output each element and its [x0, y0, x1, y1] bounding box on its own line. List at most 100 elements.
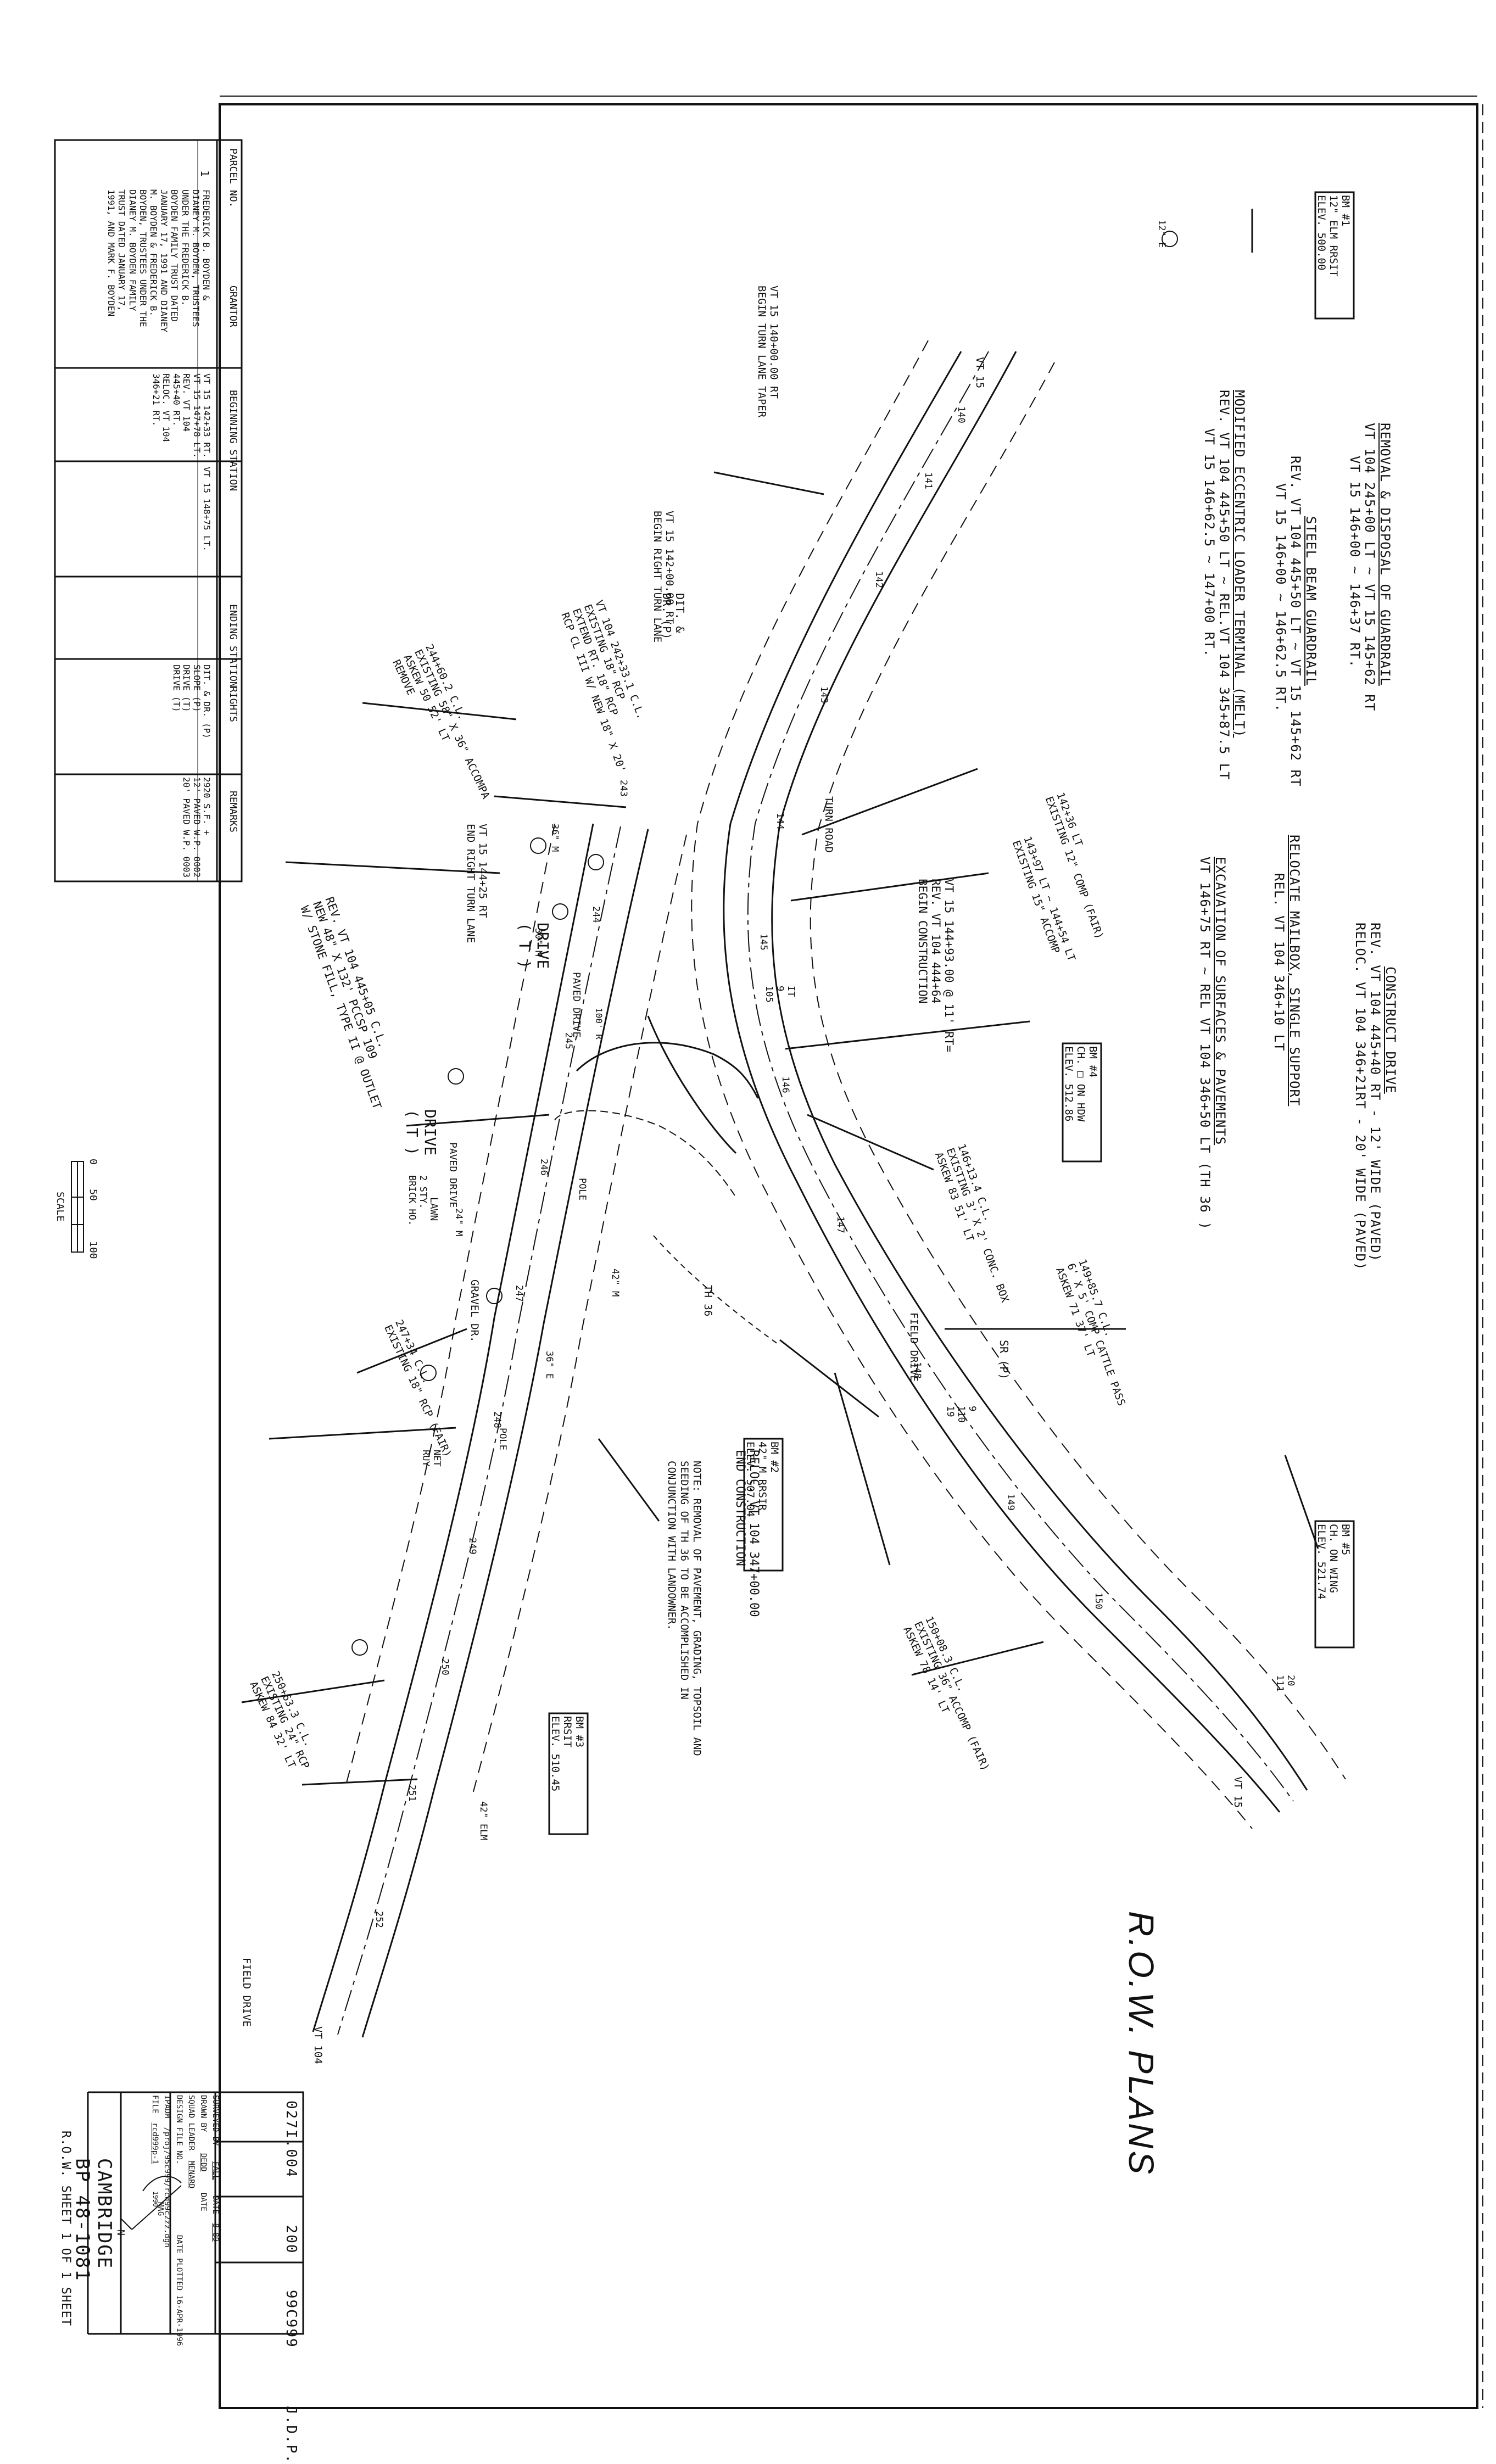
- note-line: REV. VT 104 445+50 LT ~ VT 15 145+62 RT: [1288, 456, 1304, 787]
- tb-value: DEDD: [199, 2153, 208, 2172]
- tb-squad: SQUAD LEADER MENARD: [187, 2095, 196, 2188]
- cell-line: 12' PAVED W.P. 0002: [191, 777, 202, 878]
- label-net-ruy: NET RUY: [420, 1450, 442, 1467]
- station-148: 148: [912, 1362, 923, 1379]
- bm-label: BM #1: [1339, 195, 1352, 227]
- tb-label: SQUAD LEADER: [187, 2095, 196, 2151]
- parcel-table: PARCEL NO. GRANTOR BEGINNING STATION END…: [55, 137, 242, 881]
- tb-label: FILE: [150, 2095, 159, 2114]
- hdr-begin: BEGINNING STATION: [227, 390, 239, 491]
- tb-project-no: 027I.004: [283, 2100, 299, 2178]
- bm-label: BM #3: [573, 1716, 585, 1748]
- tb-value: MENARD: [187, 2160, 196, 2189]
- cell-line: 2920 S.F. +: [202, 777, 212, 835]
- note-heading: MODIFIED ECCENTRIC LOADER TERMINAL (MELT…: [1232, 390, 1247, 738]
- cell-line: VT 15 147+78 LT.: [191, 373, 202, 459]
- station-246: 246: [538, 1159, 549, 1176]
- hdr-grantor: GRANTOR: [227, 286, 239, 327]
- label-36e: 36" E: [544, 1351, 555, 1379]
- scale-label: SCALE: [54, 1192, 66, 1222]
- vt104-edge-left: [312, 823, 594, 2032]
- station-141: 141: [923, 472, 934, 489]
- label-paved-drive2: PAVED DRIVE: [447, 1142, 459, 1208]
- note-mailbox: RELOCATE MAILBOX, SINGLE SUPPORT REL. VT…: [1271, 835, 1302, 1106]
- hdr-rights: RIGHTS: [227, 686, 239, 722]
- label-it9b: 9 110 19: [945, 1406, 978, 1423]
- vt104-edge-right: [361, 829, 649, 2038]
- label-vt104: VT 104: [312, 2026, 324, 2064]
- label-pole2: POLE: [497, 1428, 508, 1450]
- note-line: VT 104 245+00 LT ~ VT 15 145+62 RT: [1362, 423, 1378, 712]
- bm-desc: 12" ELM RRSIT: [1327, 195, 1340, 277]
- tb-file: FILE rcd999p-1: [150, 2095, 159, 2164]
- vt15-edge-left: [723, 351, 1281, 1813]
- note-removal-paving: NOTE: REMOVAL OF PAVEMENT, GRADING, TOPS…: [666, 1461, 703, 1768]
- station-250: 250: [439, 1658, 450, 1675]
- note-line: VT 15 146+00 ~ 146+37 RT.: [1347, 456, 1363, 668]
- tb-surveyed: SURVEYED BY FALL DATE 8-89: [211, 2095, 220, 2242]
- station-140: 140: [956, 406, 967, 423]
- cell-begin: VT 15 142+33 RT. VT 15 147+78 LT. REV. V…: [151, 373, 212, 459]
- callout-end-right-turn: VT 15 144+25 RT END RIGHT TURN LANE: [465, 824, 489, 943]
- tb-sheet-text: R.O.W. SHEET 1 OF 1 SHEET: [59, 2131, 72, 2327]
- bm-desc: CH. ON WING: [1327, 1524, 1340, 1593]
- note-excavation: EXCAVATION OF SURFACES & PAVEMENTS VT 14…: [1197, 857, 1228, 1230]
- note-line: VT 15 146+00 ~ 146+62.5 RT.: [1272, 483, 1288, 713]
- vt15-row-left: [691, 340, 1253, 1829]
- tb-label: DRAWN BY: [199, 2095, 208, 2132]
- cell-grantor: FREDERICK B. BOYDEN & DIANEY M. BOYDEN, …: [106, 189, 211, 333]
- label-vt15-top: VT 15: [974, 357, 986, 389]
- note-removal-paving-text: NOTE: REMOVAL OF PAVEMENT, GRADING, TOPS…: [666, 1461, 703, 1756]
- station-142: 142: [873, 571, 884, 588]
- bm-label: BM #5: [1339, 1524, 1352, 1556]
- label-drive-t2: DRIVE ( T ): [403, 1109, 439, 1156]
- note-heading: REMOVAL & DISPOSAL OF GUARDRAIL: [1377, 423, 1393, 686]
- label-36m: 36" M: [549, 824, 560, 852]
- hdr-text: RIGHTS: [227, 686, 239, 723]
- vt15-centerline: [747, 351, 1294, 1802]
- bm-desc: CH. □ ON HDW: [1075, 1046, 1087, 1122]
- label-field-drive2: FIELD DRIVE: [241, 1958, 253, 2027]
- station-251: 251: [406, 1785, 417, 1802]
- sheet-border: [219, 103, 1478, 2409]
- th36-road: [653, 1235, 780, 1346]
- benchmark-4: BM #4 CH. □ ON HDW ELEV. 512.86: [1062, 1046, 1099, 1122]
- tb-design-path: IPADM /proj/95c999/rcd99c2zz.dgn: [163, 2095, 171, 2248]
- bm-desc: RRSIT: [561, 1716, 574, 1748]
- station-150: 150: [1093, 1593, 1104, 1610]
- bm-elev: ELEV. 510.45: [549, 1716, 562, 1792]
- benchmark-3: BM #3 RRSIT ELEV. 510.45: [549, 1716, 585, 1791]
- vt104-row-left: [345, 823, 555, 1785]
- tb-code: 200: [283, 2225, 299, 2254]
- label-th36: TH 36: [702, 1285, 714, 1317]
- tb-file-code: 99C999: [283, 2289, 299, 2348]
- hdr-end: ENDING STATION: [227, 604, 239, 688]
- hdr-remarks: REMARKS: [227, 791, 239, 832]
- intersection-curve-a: [647, 1015, 737, 1154]
- station-145: 145: [758, 934, 769, 951]
- bm-elev: ELEV. 500.00: [1315, 195, 1328, 271]
- tb-value: /proj/95c999/rcd99c2zz.dgn: [163, 2127, 171, 2248]
- note-heading: EXCAVATION OF SURFACES & PAVEMENTS: [1213, 857, 1228, 1146]
- scale-tick-50: 50: [87, 1189, 99, 1201]
- label-dit-dr: DIT. & DR. (P): [660, 593, 686, 640]
- tb-value: FALL: [211, 2161, 220, 2180]
- note-heading: CONSTRUCT DRIVE: [1383, 966, 1398, 1094]
- bm-label: BM #2: [768, 1441, 780, 1473]
- cell-line: DRIVE (T): [181, 664, 192, 712]
- note-line: REL. VT 104 346+10 LT: [1271, 873, 1287, 1052]
- scale-tick-100: 100: [87, 1241, 99, 1259]
- tb-label: DESIGN FILE NO.: [175, 2095, 183, 2165]
- tb-project-text: BP 48-1081: [71, 2158, 93, 2282]
- cell-line: 445+40 RT.: [171, 373, 182, 427]
- tb-label: SURVEYED BY: [211, 2095, 220, 2146]
- cell-line: 20' PAVED W.P. 0003: [181, 777, 192, 878]
- intersection-curve-b: [576, 1042, 759, 1099]
- label-sr-p: SR (P): [997, 1340, 1011, 1380]
- station-247: 247: [513, 1285, 524, 1302]
- note-line: RELOC. VT 104 346+21RT - 20' WIDE (PAVED…: [1352, 923, 1368, 1271]
- note-steel-beam: STEEL BEAM GUARDRAIL REV. VT 104 445+50 …: [1272, 456, 1319, 787]
- vt104-row-right: [472, 834, 687, 1796]
- label-pole: POLE: [577, 1178, 588, 1200]
